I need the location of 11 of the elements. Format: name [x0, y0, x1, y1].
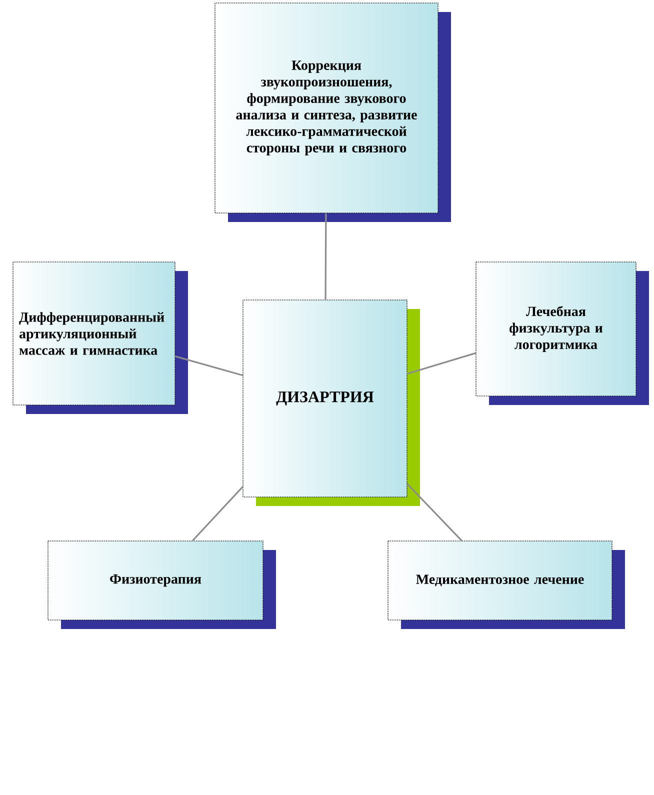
connector-line [324, 213, 327, 300]
connector-line [406, 352, 476, 375]
text-box: Медикаментозное лечение [388, 540, 625, 629]
connector-line [406, 483, 462, 542]
text-box: Лечебная физкультура и логоритмика [476, 262, 649, 405]
text-box: Дифференцированный артикуляционный массаж и гимнастика [12, 262, 188, 414]
connector-line [174, 356, 244, 376]
text-box: ДИЗАРТРИЯ [242, 300, 420, 506]
text-box: Коррекция звукопроизношения, формирование звукового анализа и синтеза, развитие лексико-грамматической стороны речи и связного [214, 2, 451, 222]
text-box: Физиотерапия [48, 540, 276, 629]
connector-line [192, 486, 244, 542]
